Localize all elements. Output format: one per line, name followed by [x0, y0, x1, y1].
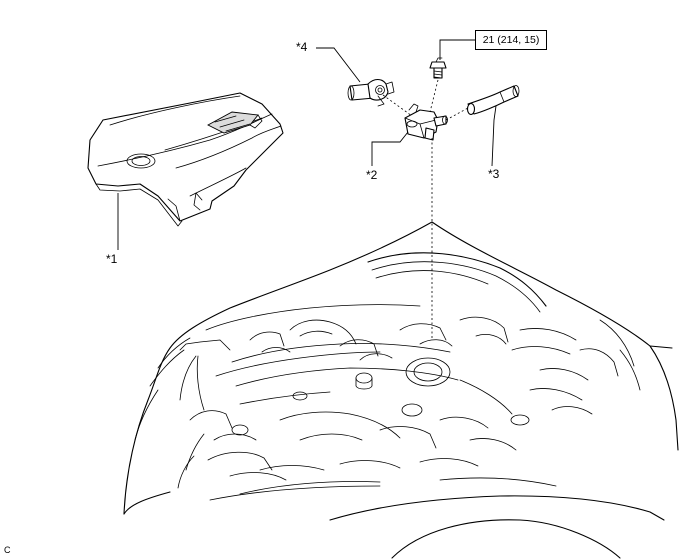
figure-code: C [4, 545, 11, 555]
engine-bay-drawing [123, 221, 679, 559]
callout-engine-cover: *1 [106, 252, 118, 266]
hose-clamp-drawing [347, 78, 395, 107]
bolt-drawing [429, 57, 447, 79]
install-lines [382, 79, 469, 340]
leader-lines [117, 39, 497, 250]
engine-cover-drawing [87, 92, 284, 227]
hose-drawing [466, 85, 520, 116]
callout-vsv: *2 [366, 168, 378, 182]
callout-hose: *3 [488, 167, 500, 181]
vsv-drawing [404, 103, 448, 141]
callout-hose-clamp: *4 [296, 40, 308, 54]
torque-spec-box: 21 (214, 15) [475, 30, 547, 50]
